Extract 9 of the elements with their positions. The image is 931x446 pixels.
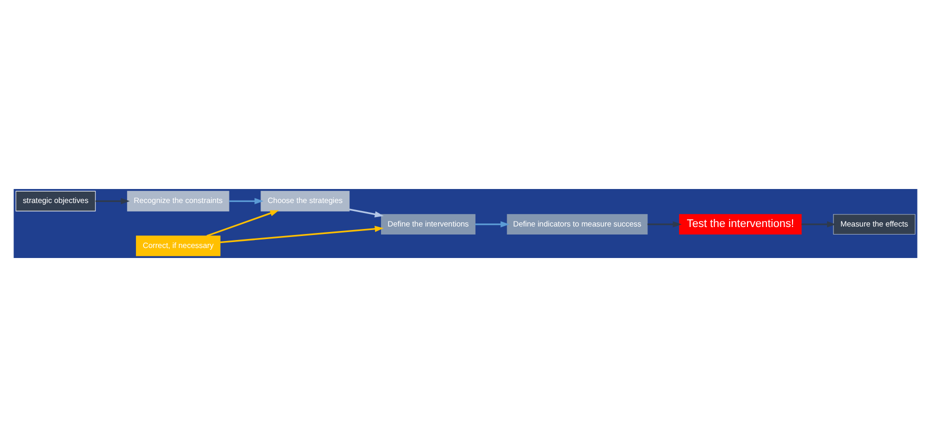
arrow — [475, 220, 510, 227]
arrow — [206, 210, 279, 236]
arrow — [95, 198, 130, 204]
node-box: Test the interventions! — [679, 214, 802, 234]
arrow — [802, 220, 836, 227]
arrow — [229, 198, 264, 204]
arrow — [220, 225, 384, 243]
arrow — [349, 208, 384, 217]
arrow — [647, 220, 682, 227]
